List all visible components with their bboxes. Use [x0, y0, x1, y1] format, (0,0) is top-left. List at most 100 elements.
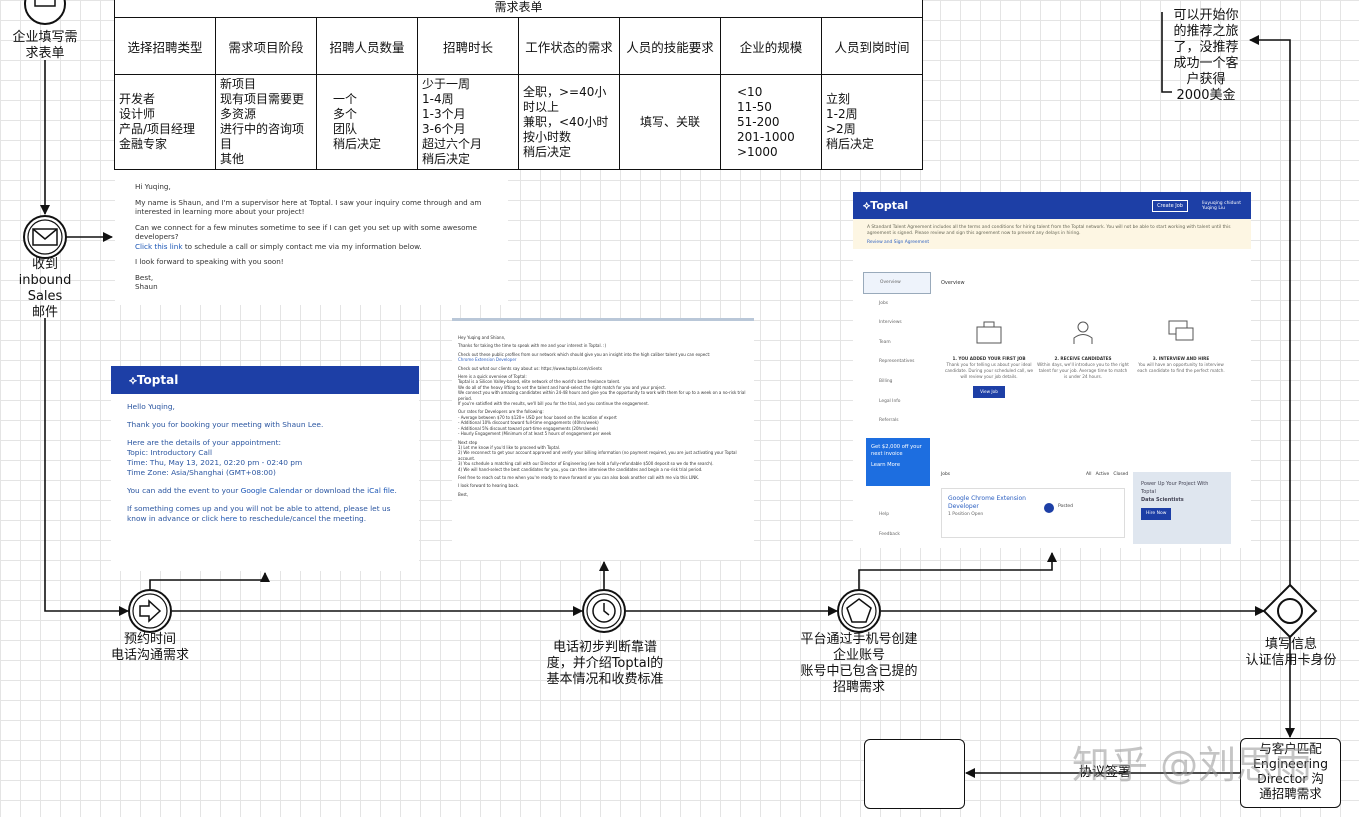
- arrow-event-icon: [128, 589, 172, 633]
- table-header: 企业的规模: [720, 17, 822, 75]
- email-greeting: Hello Yuqing,: [127, 402, 175, 411]
- user-subname: Yuqing Liu: [1201, 205, 1225, 211]
- referral-note: 可以开始你 的推荐之旅 了，没推荐 成功一个客 户获得 2000美金: [1173, 8, 1239, 103]
- inbound-sales-email: Hi Yuqing, My name is Shaun, and I'm a s…: [115, 170, 508, 305]
- posted-label: Posted: [1058, 504, 1074, 509]
- step-title: 1. YOU ADDED YOUR FIRST JOB: [952, 356, 1026, 361]
- table-cell: 立刻 1-2周 >2周 稍后决定: [821, 74, 923, 170]
- sidebar-item-interviews[interactable]: Interviews: [879, 320, 902, 326]
- google-calendar-link[interactable]: Google Calendar: [240, 486, 303, 495]
- candidate-icon: [1073, 321, 1093, 344]
- start-event-circle: [24, 0, 66, 25]
- email-text: If something comes up and you will not b…: [127, 504, 391, 523]
- power-up-select[interactable]: Data Scientists: [1141, 497, 1184, 503]
- power-up-card: Power Up Your Project With Toptal Data S…: [1133, 472, 1231, 544]
- table-header: 人员的技能要求: [619, 17, 721, 75]
- table-cell: 一个 多个 团队 稍后决定: [316, 74, 418, 170]
- email-line: Topic: Introductory Call: [127, 448, 213, 457]
- email-line: Thanks for taking the time to speak with…: [458, 343, 607, 349]
- hire-now-button[interactable]: Hire Now: [1141, 508, 1172, 520]
- table-header: 选择招聘类型: [114, 17, 216, 75]
- followup-email: Hey Yuqing and Shiann, Thanks for taking…: [452, 318, 754, 560]
- director-task-label: 与客户匹配 Engineering Director 沟 通招聘需求: [1253, 741, 1328, 801]
- sidebar-item-team[interactable]: Team: [879, 339, 891, 345]
- toptal-logo: ⟡Toptal: [111, 366, 419, 394]
- user-name: liuyuqing chidunt: [1201, 200, 1241, 206]
- email-line: Our rates for Developers are the followi…: [458, 409, 617, 437]
- email-text: You can add the event to your: [127, 486, 241, 495]
- create-job-button[interactable]: Create Job: [1152, 199, 1188, 212]
- step-card: 2. RECEIVE CANDIDATES Within days, we'll…: [1037, 312, 1129, 380]
- email-text: .: [394, 486, 397, 495]
- view-job-button[interactable]: View Job: [973, 386, 1005, 398]
- table-cell: 新项目 现有项目需要更多资源 进行中的咨询项目 其他: [215, 74, 317, 170]
- table-header: 人员到岗时间: [821, 17, 923, 75]
- email-line: Here is a quick overview of Toptal: Topt…: [458, 374, 746, 407]
- email-signoff: Best,: [458, 491, 469, 497]
- sidebar-item-feedback[interactable]: Feedback: [879, 532, 900, 537]
- promo-text: Get $2,000 off your next invoice: [871, 444, 922, 457]
- email-signoff: Best,: [135, 272, 154, 282]
- job-card[interactable]: Google Chrome Extension Developer 1 Posi…: [941, 488, 1125, 538]
- inbound-event-label: 收到 inbound Sales 邮件: [18, 257, 72, 320]
- table-header: 需求项目阶段: [215, 17, 317, 75]
- table-cell: <10 11-50 51-200 201-1000 >1000: [720, 74, 822, 170]
- sidebar-item-help[interactable]: Help: [879, 512, 890, 517]
- sidebar-item-referrals[interactable]: Referrals: [879, 418, 899, 424]
- dashboard-sidebar-bottom: Help Feedback: [863, 512, 900, 548]
- table-header: 工作状态的需求: [518, 17, 620, 75]
- review-agreement-link[interactable]: Review and Sign Agreement: [867, 240, 930, 245]
- email-greeting: Hi Yuqing,: [135, 182, 171, 191]
- pentagon-event-icon: [837, 589, 881, 633]
- sign-agreement-label: 协议签署: [1078, 765, 1131, 780]
- sidebar-item-jobs[interactable]: Jobs: [879, 300, 889, 306]
- gateway-label: 填写信息 认证信用卡身份: [1245, 637, 1337, 668]
- briefcase-icon: [976, 321, 1002, 344]
- envelope-event-icon: [23, 215, 67, 259]
- ical-link[interactable]: iCal file: [367, 486, 395, 495]
- table-cell: 全职，>=40小时以上 兼职，<40小时 按小时数 稍后决定: [518, 74, 620, 170]
- email-line: Feel free to reach out to me when you're…: [458, 474, 700, 480]
- sidebar-item-billing[interactable]: Billing: [879, 378, 893, 384]
- jobs-label: Jobs: [941, 472, 951, 477]
- jobs-filter-tabs[interactable]: All Active Closed: [1086, 472, 1129, 477]
- reschedule-link[interactable]: here: [220, 514, 238, 523]
- account-event-label: 平台通过手机号创建 企业账号 账号中已包含已提的 招聘需求: [800, 632, 918, 695]
- booking-confirmation-email: ⟡Toptal Hello Yuqing, Thank you for book…: [111, 366, 419, 571]
- sidebar-item-overview[interactable]: Overview: [863, 272, 931, 294]
- requirement-form-table: 需求表单 选择招聘类型 需求项目阶段 招聘人员数量 招聘时长 工作状态的需求 人…: [114, 0, 923, 170]
- table-caption: 需求表单: [114, 0, 923, 18]
- email-line: Time Zone: Asia/Shanghai (GMT+08:00): [127, 468, 276, 477]
- overview-title: Overview: [941, 280, 965, 286]
- email-line: Here are the details of your appointment…: [127, 438, 281, 447]
- learn-more-link[interactable]: Learn More: [871, 462, 901, 468]
- schedule-link[interactable]: Click this link: [135, 241, 183, 251]
- dashboard-sidebar: Overview Jobs Interviews Team Representa…: [863, 272, 931, 431]
- step-title: 2. RECEIVE CANDIDATES: [1054, 356, 1112, 361]
- start-event-label: 企业填写需 求表单: [12, 30, 78, 61]
- step-card: 1. YOU ADDED YOUR FIRST JOB Thank you fo…: [943, 312, 1035, 398]
- contract-box: [864, 739, 965, 809]
- notice-text: A Standard Talent Agreement includes all…: [867, 225, 1231, 236]
- profile-link[interactable]: Chrome Extension Developer: [458, 357, 517, 363]
- email-signature: Shaun: [135, 282, 158, 291]
- chat-icon: [1168, 320, 1194, 341]
- email-line: Check out what our clients say about us:…: [458, 365, 602, 371]
- email-text: to reschedule/cancel the meeting.: [237, 514, 367, 523]
- table-header: 招聘人员数量: [316, 17, 418, 75]
- table-header: 招聘时长: [417, 17, 519, 75]
- schedule-event-label: 预约时间 电话沟通需求: [110, 632, 189, 663]
- agreement-notice: A Standard Talent Agreement includes all…: [853, 219, 1251, 249]
- sidebar-item-representatives[interactable]: Representatives: [879, 359, 915, 365]
- director-task-box: 与客户匹配 Engineering Director 沟 通招聘需求: [1240, 738, 1341, 808]
- step-text: You will have an opportunity to intervie…: [1137, 362, 1225, 373]
- sidebar-item-legal[interactable]: Legal Info: [879, 398, 901, 404]
- referral-promo[interactable]: Get $2,000 off your next invoice Learn M…: [866, 438, 930, 486]
- email-paragraph: I look forward to speaking with you soon…: [135, 257, 284, 266]
- email-paragraph: Can we connect for a few minutes sometim…: [135, 222, 477, 242]
- job-subtitle: 1 Position Open: [948, 512, 984, 517]
